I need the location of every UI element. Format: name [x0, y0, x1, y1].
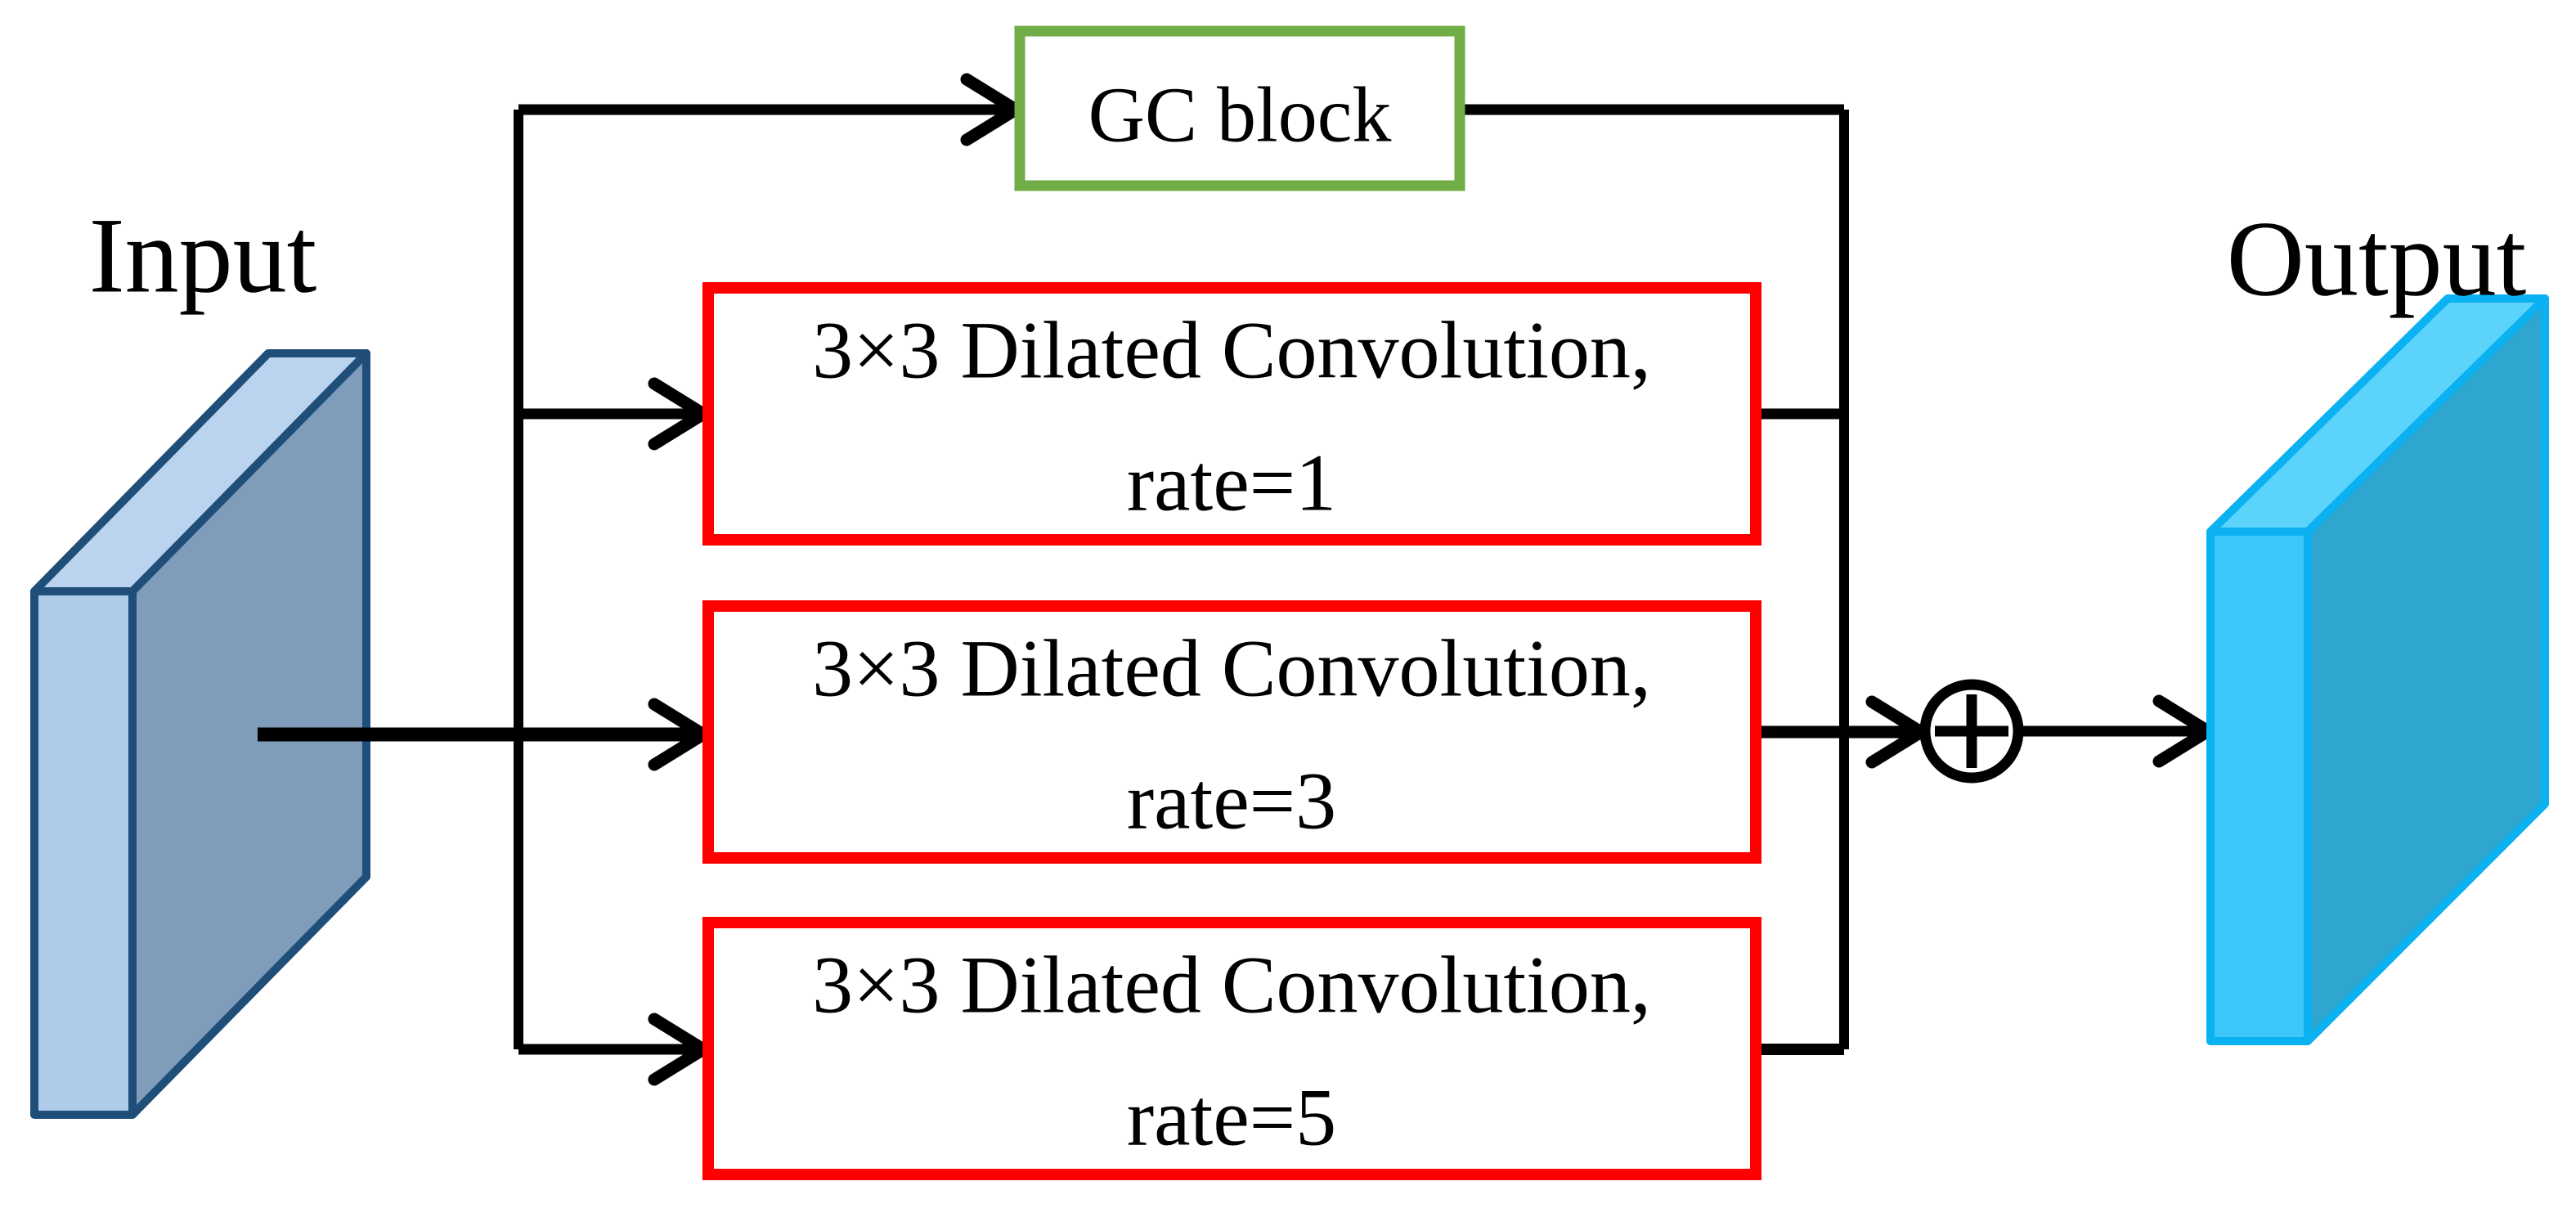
- conv-branch-rate5-node: 3×3 Dilated Convolution, rate=5: [702, 917, 1761, 1180]
- output-label: Output: [2227, 199, 2527, 319]
- conv-branch-rate3-node: 3×3 Dilated Convolution, rate=3: [702, 600, 1761, 864]
- gc-block-node: GC block: [1014, 25, 1465, 191]
- conv-branch-rate5-label-line1: 3×3 Dilated Convolution,: [812, 940, 1651, 1031]
- arrow-rail-to-rate1: [518, 384, 703, 444]
- input-tensor-slab: [30, 349, 370, 1119]
- output-tensor-slab: [2206, 294, 2549, 1045]
- arrow-sum-to-output: [2018, 701, 2208, 761]
- gc-block-label: GC block: [1088, 71, 1392, 159]
- connector-lines: [258, 79, 2208, 1080]
- input-slab-front-face: [30, 587, 137, 1119]
- input-label: Input: [89, 195, 317, 316]
- conv-branch-rate1-label-line2: rate=1: [1127, 438, 1336, 528]
- sum-icon: [1919, 679, 2024, 784]
- conv-branch-rate1-box: [702, 282, 1761, 546]
- conv-branch-rate1-label-line1: 3×3 Dilated Convolution,: [812, 305, 1651, 396]
- conv-branch-rate5-label-line2: rate=5: [1127, 1072, 1336, 1163]
- arrow-input-to-rate3: [258, 704, 703, 765]
- conv-branch-rate3-box: [702, 600, 1761, 864]
- arrow-rate3-to-sum: [1756, 702, 1921, 762]
- arrow-rail-to-rate5: [518, 1019, 703, 1080]
- output-slab-front-face: [2206, 528, 2312, 1045]
- arrow-rail-to-gc-block: [518, 79, 1016, 140]
- conv-branch-rate5-box: [702, 917, 1761, 1180]
- conv-branch-rate1-node: 3×3 Dilated Convolution, rate=1: [702, 282, 1761, 546]
- conv-branch-rate3-label-line1: 3×3 Dilated Convolution,: [812, 623, 1651, 714]
- conv-branch-rate3-label-line2: rate=3: [1127, 756, 1336, 846]
- gc-block-box: [1014, 25, 1465, 191]
